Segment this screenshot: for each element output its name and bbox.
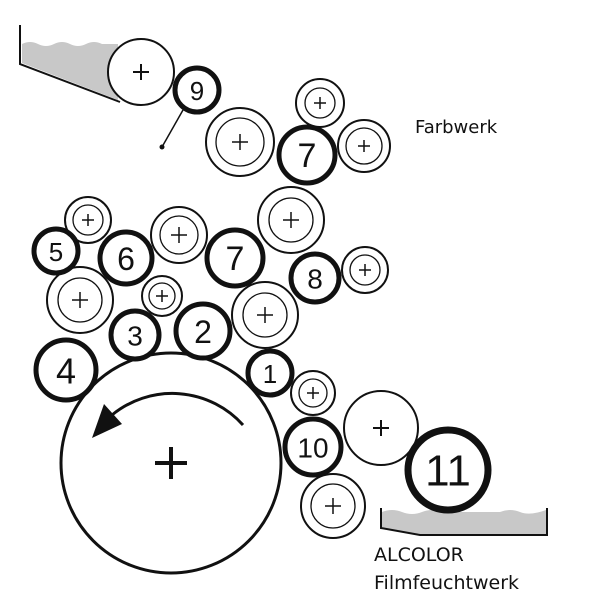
roller-core [304,87,336,119]
numbered-roller-r4 [33,337,99,403]
roller-number-r10: 10 [297,433,328,464]
numbered-roller-r8 [288,251,342,305]
numbered-roller-r9 [172,65,222,115]
roller-core [268,197,314,243]
numbered-roller-r11 [404,426,492,514]
roller-core [148,282,176,310]
pointer-line [161,109,184,148]
axis-plus-icon [257,307,273,323]
axis-plus-icon [133,64,149,80]
roller-core [57,277,103,323]
roller-number-r4: 4 [56,351,76,392]
numbered-roller-r5 [31,226,81,276]
axis-plus-icon [325,498,341,514]
dampening-unit-label: Filmfeuchtwerk [374,572,520,594]
axis-plus-icon [307,387,319,399]
roller-number-r7b: 7 [226,240,245,278]
rotation-arrow [111,391,245,427]
roller-core [215,117,265,167]
axis-plus-icon [155,447,187,479]
dampening-brand-label: ALCOLOR [374,544,464,566]
ink-fountain-fill [22,42,118,100]
roller-core [298,378,328,408]
axis-plus-icon [283,212,299,228]
numbered-roller-r6 [97,229,155,287]
roller-core [242,292,288,338]
numbered-roller-r3 [108,308,162,362]
pointer-dot [159,144,165,150]
axis-plus-icon [314,97,326,109]
roller-number-r3: 3 [127,321,143,352]
roller-core [159,215,199,255]
roller-core [72,204,104,236]
dampening-tray [380,508,548,536]
numbered-roller-r7b [204,227,266,289]
inking-unit-label: Farbwerk [415,117,498,138]
axis-plus-icon [232,134,248,150]
roller-core [345,127,383,165]
roller-number-r9: 9 [190,76,204,106]
roller-number-r1: 1 [263,359,277,389]
roller-number-r2: 2 [194,314,212,350]
dampening-tray-fill [382,510,546,534]
axis-plus-icon [373,420,389,436]
numbered-roller-r10 [282,416,344,478]
ink-fountain [19,25,121,103]
numbered-roller-r1 [245,348,295,398]
roller-core [349,254,381,286]
axis-plus-icon [82,214,94,226]
roller-number-r6: 6 [117,241,135,277]
axis-plus-icon [72,292,88,308]
axis-plus-icon [358,140,370,152]
arrow-head-icon [92,404,122,438]
roller-core [310,483,356,529]
numbered-roller-r7a [276,124,338,186]
numbered-roller-r2 [173,301,233,361]
axis-plus-icon [171,227,187,243]
axis-plus-icon [359,264,371,276]
roller-number-r7a: 7 [298,137,317,175]
roller-number-r5: 5 [49,237,63,267]
roller-number-r11: 11 [425,447,471,496]
axis-plus-icon [156,290,168,302]
roller-number-r8: 8 [307,264,323,295]
